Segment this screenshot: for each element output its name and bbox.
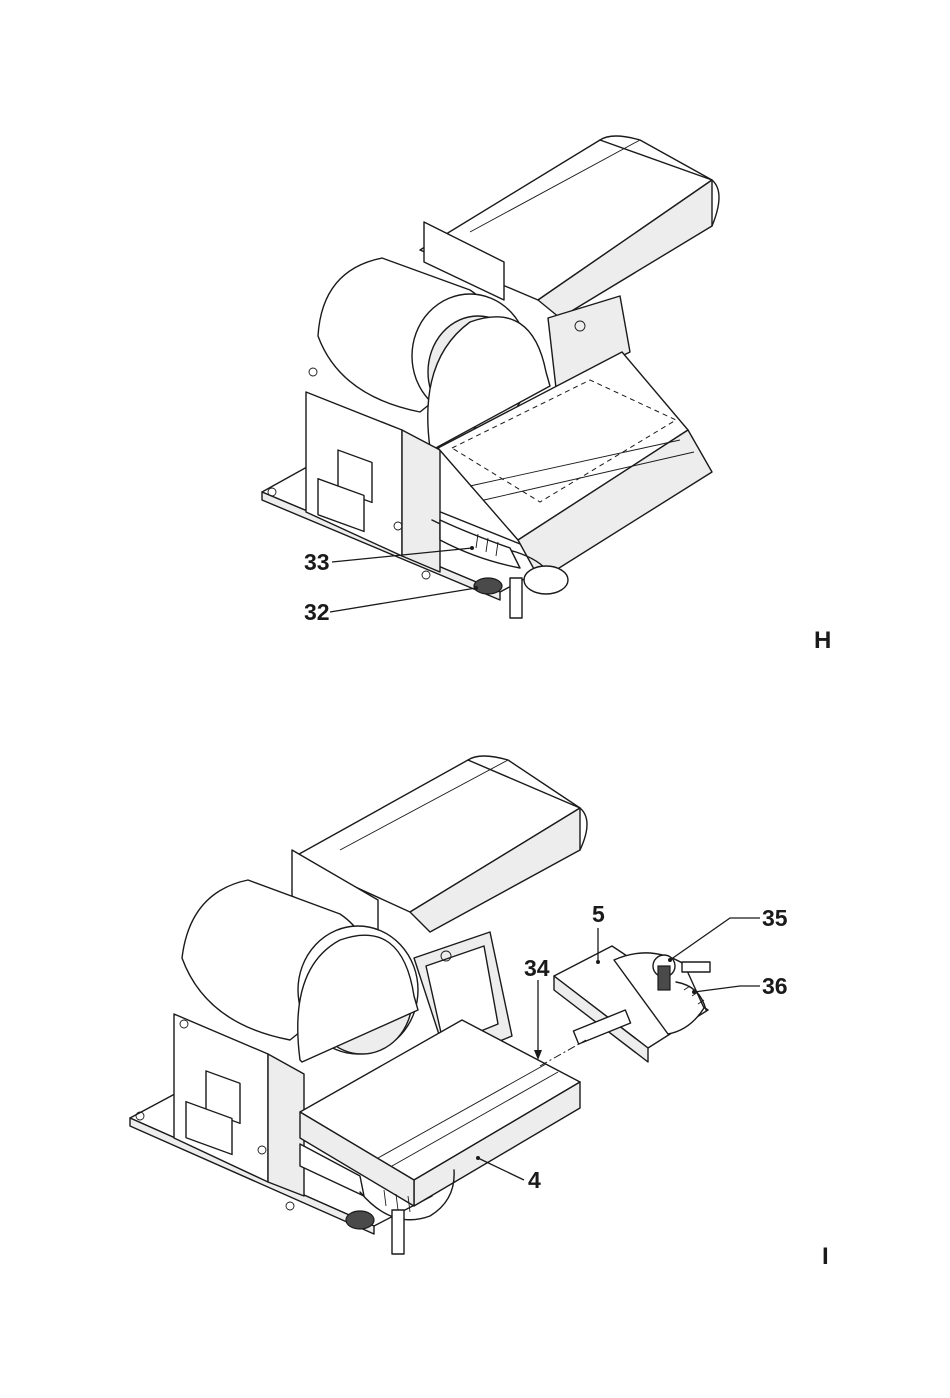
leader-5-dot: [596, 960, 600, 964]
callout-4: 4: [528, 1167, 541, 1193]
figure-h-drawing: [262, 136, 719, 618]
leader-36: [694, 986, 760, 992]
callout-36: 36: [762, 973, 788, 999]
leader-36-dot: [692, 990, 696, 994]
callout-34: 34: [524, 955, 550, 981]
figure-label-h: H: [814, 627, 831, 654]
leader-33-dot: [470, 546, 474, 550]
leader-32: [330, 588, 476, 612]
figure-label-i: I: [822, 1243, 829, 1270]
leader-4-dot: [476, 1156, 480, 1160]
leader-35: [670, 918, 760, 960]
leader-4: [478, 1158, 524, 1180]
figure-i-drawing: [130, 756, 710, 1254]
callout-5: 5: [592, 901, 605, 927]
callout-32: 32: [304, 599, 330, 625]
leader-35-dot: [668, 958, 672, 962]
leader-32-dot: [474, 586, 478, 590]
callout-35: 35: [762, 905, 788, 931]
callout-33: 33: [304, 549, 330, 575]
